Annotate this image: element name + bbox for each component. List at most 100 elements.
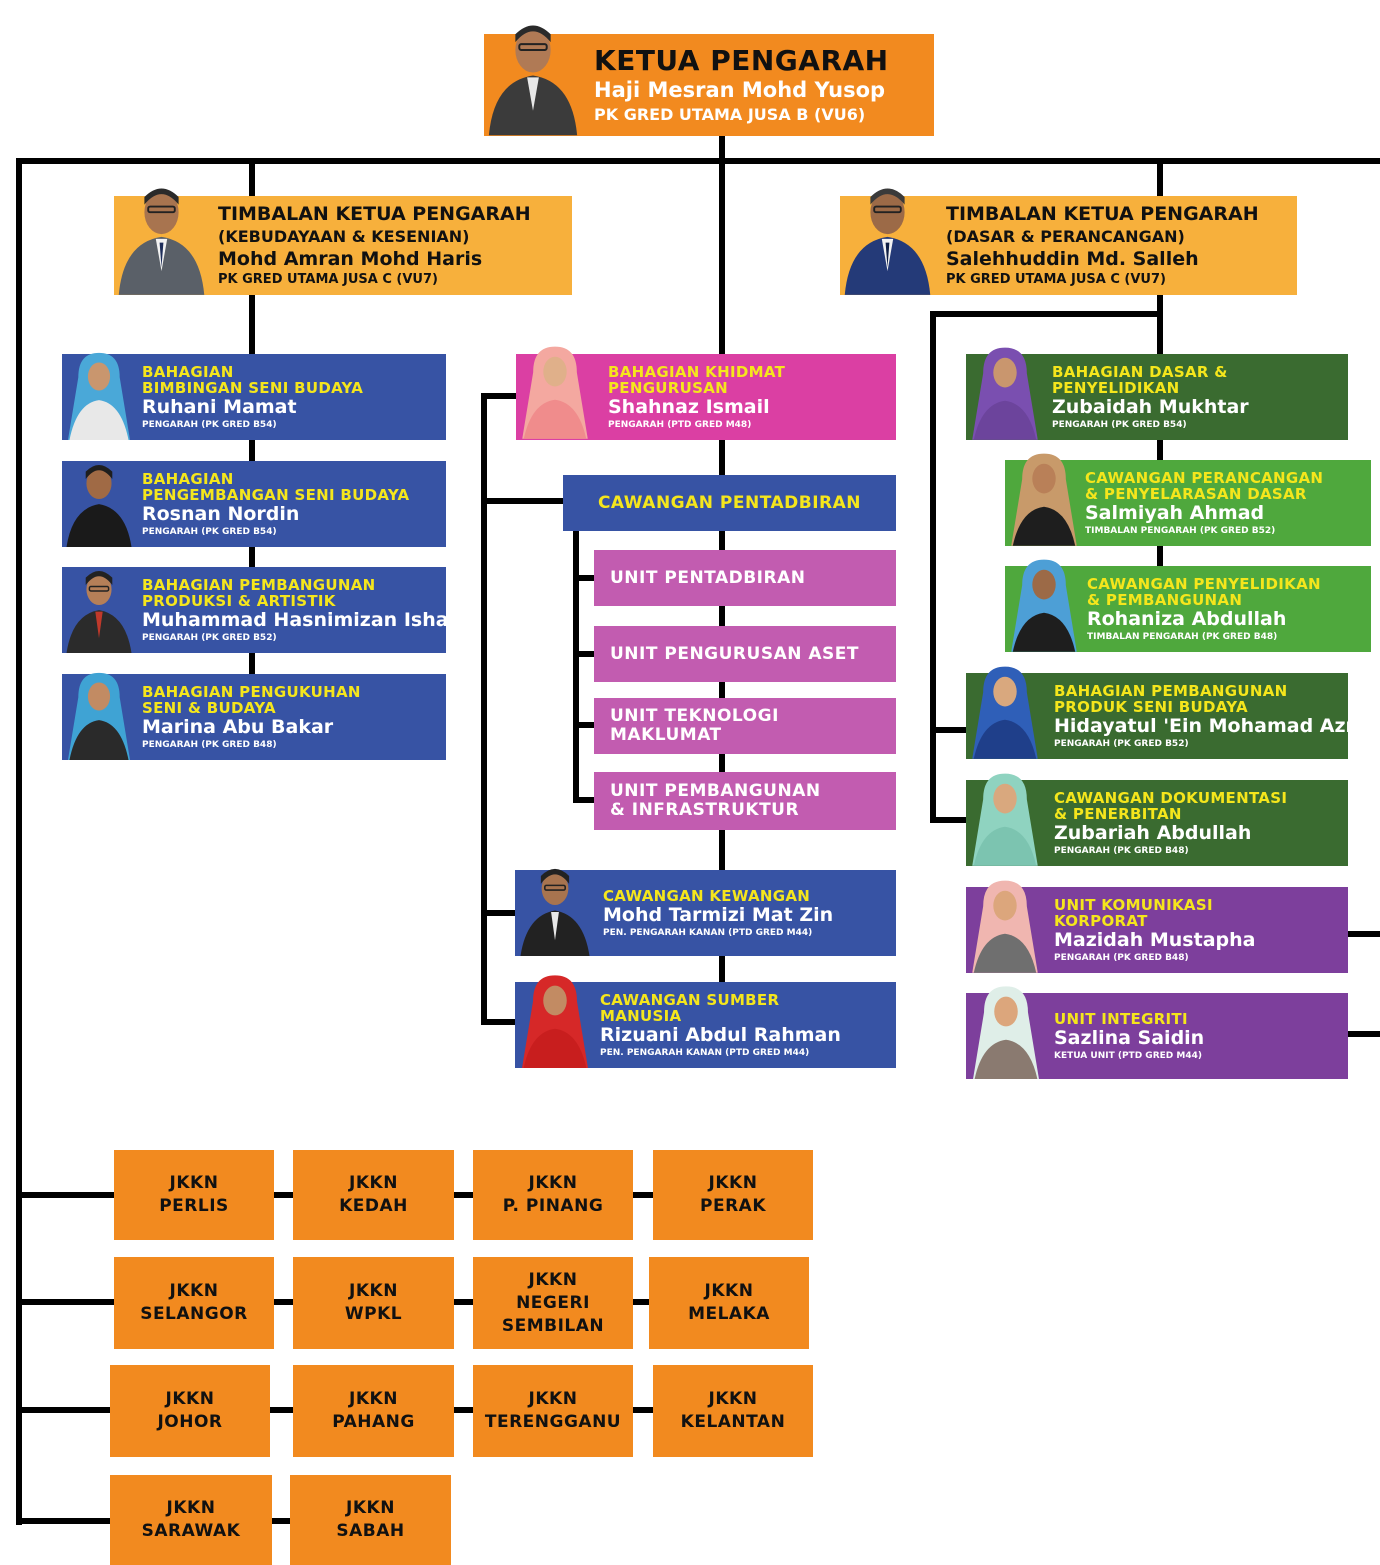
deputy-policy-sector: (DASAR & PERANCANGAN) [946,226,1185,246]
hr-branch-name: CAWANGAN SUMBER MANUSIA [600,990,780,1025]
division-name: BAHAGIAN PEMBANGUNAN PRODUKSI & ARTISTIK [142,575,376,610]
division-card: BAHAGIAN BIMBINGAN SENI BUDAYA Ruhani Ma… [62,352,446,440]
state-office-box: JKKN MELAKA [649,1257,809,1349]
finance-branch-card: CAWANGAN KEWANGAN Mohd Tarmizi Mat Zin P… [515,868,896,956]
line-mgmt-admin [481,498,565,504]
division-name: BAHAGIAN PENGUKUHAN SENI & BUDAYA [142,682,361,717]
state-office-box: JKKN PERLIS [114,1150,274,1240]
line-right-exit-2 [1347,1031,1380,1037]
documentation-head-name: Zubariah Abdullah [1054,821,1252,844]
division-card: BAHAGIAN PENGEMBANGAN SENI BUDAYA Rosnan… [62,461,446,547]
division-head-grade: PENGARAH (PK GRED B52) [142,632,277,643]
admin-unit-name: UNIT TEKNOLOGI MAKLUMAT [610,706,779,745]
division-head-name: Rosnan Nordin [142,502,300,525]
division-name: BAHAGIAN PENGEMBANGAN SENI BUDAYA [142,469,410,504]
state-office-box: JKKN KEDAH [293,1150,454,1240]
hr-head-grade: PEN. PENGARAH KANAN (PTD GRED M44) [600,1047,810,1058]
documentation-head-photo [966,764,1044,866]
integrity-unit-name: UNIT INTEGRITI [1054,1009,1188,1028]
documentation-branch-card: CAWANGAN DOKUMENTASI & PENERBITAN Zubari… [966,773,1348,866]
line-right-stub-1 [930,727,966,733]
division-head-name: Muhammad Hasnimizan Ishak [142,608,462,631]
line-top-bar [16,158,1380,164]
state-office-box: JKKN TERENGGANU [473,1365,633,1457]
line-right-bracket-vert [930,311,936,823]
hr-branch-card: CAWANGAN SUMBER MANUSIA Rizuani Abdul Ra… [515,975,896,1068]
research-head-name: Rohaniza Abdullah [1087,607,1287,630]
corporate-comms-name: UNIT KOMUNIKASI KORPORAT [1054,895,1213,930]
division-head-photo [62,664,136,760]
division-head-name: Marina Abu Bakar [142,715,334,738]
director-general-title: KETUA PENGARAH [594,43,889,77]
finance-branch-name: CAWANGAN KEWANGAN [603,886,811,905]
hr-head-name: Rizuani Abdul Rahman [600,1023,841,1046]
research-head-photo [1005,550,1083,652]
research-head-grade: TIMBALAN PENGARAH (PK GRED B48) [1087,631,1278,642]
planning-head-photo [1005,444,1083,546]
admin-branch-name: CAWANGAN PENTADBIRAN [597,493,862,513]
admin-unit-name: UNIT PEMBANGUNAN & INFRASTRUKTUR [610,781,821,820]
line-deputy-right-drop [1157,158,1163,196]
line-mgmt-vert [481,393,487,1025]
admin-unit-name: UNIT PENTADBIRAN [610,567,806,588]
product-division-card: BAHAGIAN PEMBANGUNAN PRODUK SENI BUDAYA … [966,666,1372,759]
state-office-box: JKKN WPKL [293,1257,454,1349]
management-head-photo [516,336,594,440]
integrity-head-name: Sazlina Saidin [1054,1026,1205,1049]
integrity-unit-card: UNIT INTEGRITI Sazlina Saidin KETUA UNIT… [966,986,1348,1079]
management-head-grade: PENGARAH (PTD GRED M48) [608,419,752,430]
admin-unit-box: UNIT PENGURUSAN ASET [594,626,896,682]
corporate-comms-head-grade: PENGARAH (PK GRED B48) [1054,952,1189,963]
deputy-culture-box: TIMBALAN KETUA PENGARAH (KEBUDAYAAN & KE… [114,188,572,295]
deputy-policy-box: TIMBALAN KETUA PENGARAH (DASAR & PERANCA… [840,188,1297,295]
line-admin-stub-1 [573,575,595,581]
planning-branch-card: CAWANGAN PERANCANGAN & PENYELARASAN DASA… [1005,453,1371,546]
management-division-card: BAHAGIAN KHIDMAT PENGURUSAN Shahnaz Isma… [516,346,896,440]
deputy-culture-sector: (KEBUDAYAAN & KESENIAN) [218,226,470,246]
line-right-trunk [1157,295,1163,355]
line-mgmt-stub [481,393,517,399]
product-head-photo [966,657,1044,759]
corporate-comms-head-name: Mazidah Mustapha [1054,928,1256,951]
division-head-photo [62,344,136,440]
admin-branch-box: CAWANGAN PENTADBIRAN [563,475,896,531]
deputy-policy-title: TIMBALAN KETUA PENGARAH [946,202,1259,225]
line-right-bracket-top [930,311,1160,317]
line-admin-units [573,530,579,803]
product-division-name: BAHAGIAN PEMBANGUNAN PRODUK SENI BUDAYA [1054,681,1288,716]
state-office-box: JKKN PERAK [653,1150,813,1240]
line-mgmt-finance [481,910,517,916]
line-deputy-left-drop [249,158,255,196]
planning-head-grade: TIMBALAN PENGARAH (PK GRED B52) [1085,525,1276,536]
deputy-policy-photo [840,176,935,295]
director-general-grade: PK GRED UTAMA JUSA B (VU6) [594,104,866,124]
state-office-box: JKKN SARAWAK [110,1475,272,1565]
policy-head-photo [966,338,1044,440]
line-left-trunk [16,158,22,1525]
deputy-policy-name: Salehhuddin Md. Salleh [946,247,1199,270]
documentation-head-grade: PENGARAH (PK GRED B48) [1054,845,1189,856]
planning-head-name: Salmiyah Ahmad [1085,501,1265,524]
division-head-grade: PENGARAH (PK GRED B48) [142,739,277,750]
finance-head-grade: PEN. PENGARAH KANAN (PTD GRED M44) [603,927,813,938]
division-card: BAHAGIAN PENGUKUHAN SENI & BUDAYA Marina… [62,672,446,760]
deputy-culture-title: TIMBALAN KETUA PENGARAH [218,202,531,225]
state-office-box: JKKN SELANGOR [114,1257,274,1349]
hr-head-photo [515,966,595,1068]
director-general-name: Haji Mesran Mohd Yusop [594,77,886,102]
division-name: BAHAGIAN BIMBINGAN SENI BUDAYA [142,362,364,397]
policy-division-name: BAHAGIAN DASAR & PENYELIDIKAN [1052,362,1228,397]
state-office-box: JKKN JOHOR [110,1365,270,1457]
admin-unit-box: UNIT TEKNOLOGI MAKLUMAT [594,698,896,754]
integrity-head-photo [966,977,1046,1079]
state-office-box: JKKN PAHANG [293,1365,454,1457]
corporate-comms-card: UNIT KOMUNIKASI KORPORAT Mazidah Mustaph… [966,880,1348,973]
deputy-culture-grade: PK GRED UTAMA JUSA C (VU7) [218,271,438,287]
line-right-exit-1 [1347,931,1380,937]
corporate-comms-head-photo [966,871,1044,973]
product-head-name: Hidayatul 'Ein Mohamad Azmi [1054,714,1372,737]
division-head-grade: PENGARAH (PK GRED B54) [142,419,277,430]
research-branch-name: CAWANGAN PENYELIDIKAN & PEMBANGUNAN [1087,574,1321,609]
director-general-box: KETUA PENGARAH Haji Mesran Mohd Yusop PK… [484,25,934,136]
state-office-box: JKKN NEGERI SEMBILAN [473,1257,633,1349]
